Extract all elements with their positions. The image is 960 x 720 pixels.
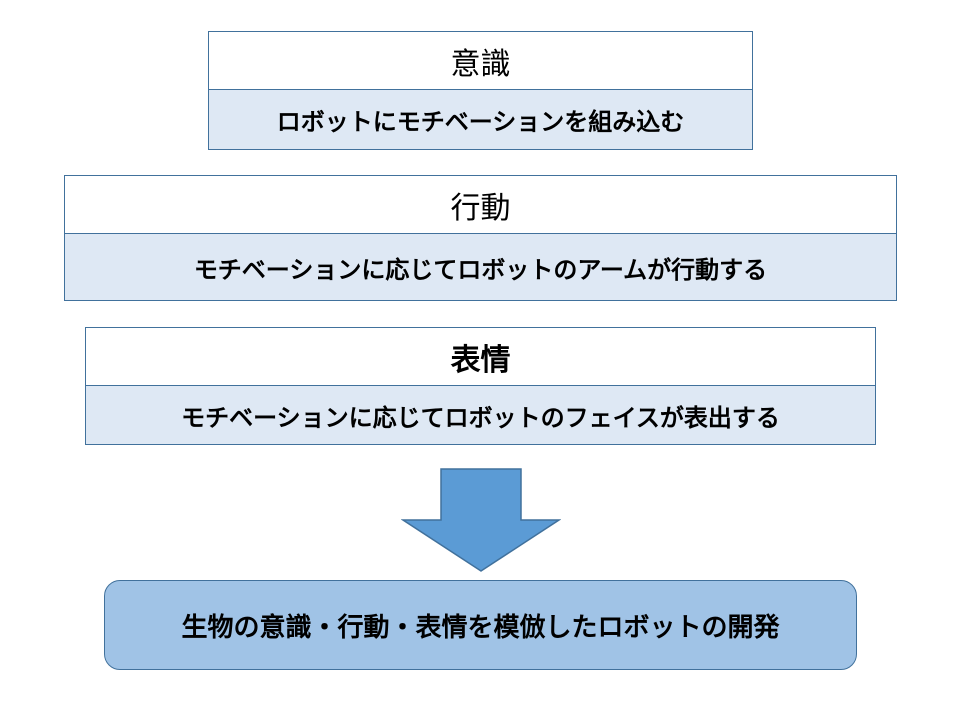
- result-text: 生物の意識・行動・表情を模倣したロボットの開発: [181, 612, 780, 643]
- block-title-expression: 表情: [86, 328, 875, 386]
- down-arrow-shape: [401, 468, 561, 572]
- behavior-block: 行動 モチベーションに応じてロボットのアームが行動する: [64, 175, 897, 301]
- consciousness-block: 意識 ロボットにモチベーションを組み込む: [208, 31, 753, 150]
- down-arrow-icon: [401, 468, 561, 572]
- block-title-consciousness: 意識: [209, 32, 752, 90]
- block-description-consciousness: ロボットにモチベーションを組み込む: [209, 90, 752, 149]
- block-description-expression: モチベーションに応じてロボットのフェイスが表出する: [86, 386, 875, 444]
- block-title-behavior: 行動: [65, 176, 896, 234]
- result-box: 生物の意識・行動・表情を模倣したロボットの開発: [104, 580, 857, 670]
- block-description-behavior: モチベーションに応じてロボットのアームが行動する: [65, 234, 896, 300]
- expression-block: 表情 モチベーションに応じてロボットのフェイスが表出する: [85, 327, 876, 445]
